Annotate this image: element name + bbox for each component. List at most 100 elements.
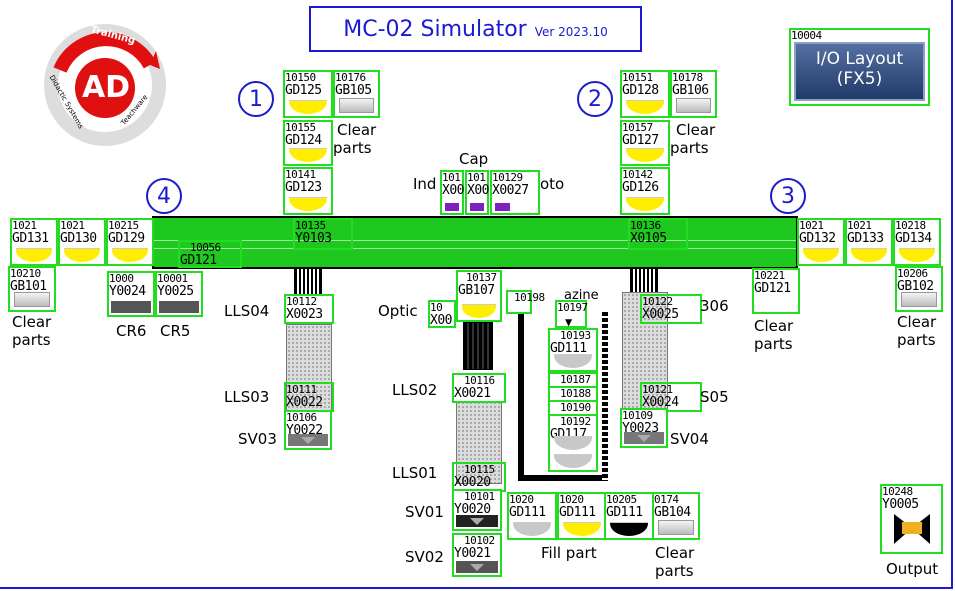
sensor-x0021[interactable]: 10116 X0021 [452,373,506,403]
sensor-x0023[interactable]: 10112 X0023 [284,294,334,324]
valve-device: Y0021 [454,546,491,561]
lamp-gd130[interactable]: 1021 GD130 [58,218,106,266]
lamp-indicator [554,354,592,368]
lamp-gd124[interactable]: 10155 GD124 [283,120,333,166]
lamp-gd129[interactable]: 10215 GD129 [106,218,154,266]
output-y0005[interactable]: 10248 Y0005 [880,484,943,554]
sensor-x0025[interactable]: 10122 X0025 [640,294,702,324]
sensor-cap[interactable]: 101 X00 [465,170,489,215]
valve-y0020[interactable]: 10101 Y0020 [452,489,502,531]
lamp-gd128[interactable]: 10151 GD128 [620,70,670,118]
slot-code: 10188 [560,387,591,400]
button-face [159,301,199,313]
sensor-indicator [495,203,510,211]
clear-button-gb106[interactable]: 10178 GB106 [670,70,717,118]
conveyor-out-y0103[interactable]: 10135 Y0103 [293,218,353,250]
lamp-device: GD132 [799,231,836,246]
io-layout-line1: I/O Layout [815,49,904,69]
button-code: 10178 [672,71,703,84]
clear-button-gb101[interactable]: 10210 GB101 [8,266,56,312]
button-face [658,520,694,535]
ind-label: Ind [413,175,437,193]
fill-lamp-yellow[interactable]: 1020 GD111 [557,492,607,540]
fill-lamp-grey[interactable]: 1020 GD111 [507,492,557,540]
button-code: 10221 [754,269,785,282]
lamp-gd126[interactable]: 10142 GD126 [620,167,670,215]
lamp-gd133[interactable]: 1021 GD133 [845,218,893,266]
lamp-code: 10193 [560,329,591,342]
lamp-device: GD134 [895,231,932,246]
output-device: Y0005 [882,497,919,512]
magazine-pipe [518,312,524,480]
lamp-device: GD111 [606,505,643,520]
lamp-device: GD127 [622,133,659,148]
output-device: Y0103 [295,231,332,246]
lamp-gd111-mag[interactable]: 10193 GD111 [548,328,598,372]
lls01-label: LLS01 [392,464,438,482]
magazine-chute-x[interactable]: 10198 [506,290,545,314]
lamp-code: 10142 [622,168,653,181]
slot-code: 10190 [560,401,591,414]
valve-y0021[interactable]: 10102 Y0021 [452,533,502,577]
clear-button-gb102[interactable]: 10206 GB102 [895,266,943,312]
button-device: Y0024 [109,284,146,299]
lamp-gd123[interactable]: 10141 GD123 [283,167,333,215]
cr5-button[interactable]: 10001 Y0025 [155,271,203,317]
sensor-code: 10111 [286,383,317,396]
lamp-code: 10155 [285,121,316,134]
clear-button-gb104[interactable]: 0174 GB104 [652,492,700,540]
lamp-device: GD111 [509,505,546,520]
lamp-device: GD128 [622,83,659,98]
lamp-code: 10150 [285,71,316,84]
sensor-code: 10129 [492,171,523,184]
sensor-ind[interactable]: 101 X00 [440,170,464,215]
lamp-indicator [563,522,601,536]
left-storage-column [286,324,332,426]
lamp-gb107[interactable]: 10137 GB107 [456,270,502,322]
lls03-label: LLS03 [224,388,270,406]
sensor-optic-x00[interactable]: 10 X00 [428,300,456,328]
fill-lamp-dark[interactable]: 10205 GD111 [604,492,654,540]
sensor-device: X0023 [286,307,323,322]
station1-clear-caption2: parts [333,139,372,157]
clear-button-gb105[interactable]: 10176 GB105 [333,70,380,118]
lamp-gd134[interactable]: 10218 GD134 [893,218,941,266]
button-device: GB104 [654,505,691,520]
clear-button-gd121[interactable]: 10221 GD121 [752,268,800,314]
lamp-code: 1021 [847,219,872,232]
station2-clear-caption2: parts [670,139,709,157]
button-code: 1000 [109,272,134,285]
gd-device: GD121 [180,253,217,268]
sensor-device: X0027 [492,183,529,198]
fill-part-caption: Fill part [541,544,597,562]
valve-y0023[interactable]: 10109 Y0023 [620,408,668,448]
button-device: Y0025 [157,284,194,299]
lamp-gd127[interactable]: 10157 GD127 [620,120,670,166]
output-code: 10248 [882,485,913,498]
valve-y0022[interactable]: 10106 Y0022 [284,410,332,450]
sensor-x0020[interactable]: 10115 X0020 [452,462,506,492]
sensor-photo[interactable]: 10129 X0027 [490,170,540,215]
cr6-button[interactable]: 1000 Y0024 [107,271,155,317]
lamp-indicator [289,148,327,162]
sv04-label: SV04 [670,430,709,448]
sensor-x0024[interactable]: 10121 X0024 [640,382,702,412]
magazine-down-button[interactable]: 10197 ▼ [555,300,588,329]
lamp-indicator [16,248,52,262]
sensor-x0022[interactable]: 10111 X0022 [284,382,334,412]
conveyor-belt [152,216,798,269]
lamp-gd131[interactable]: 1021 GD131 [10,218,58,266]
station1-clear-caption1: Clear [337,121,377,139]
lamp-device: GD130 [60,231,97,246]
conveyor-in-x0105[interactable]: 10136 X0105 [628,218,688,250]
conveyor-gd121[interactable]: 10056 GD121 [178,240,242,268]
lamp-gd132[interactable]: 1021 GD132 [797,218,845,266]
lls05-label: S05 [700,388,729,406]
io-layout-button[interactable]: 10004 I/O Layout (FX5) [789,28,930,106]
sensor-code: 10 [430,301,443,314]
valve-code: 10106 [286,411,317,424]
lamp-indicator [626,100,664,114]
lamp-gd125[interactable]: 10150 GD125 [283,70,333,118]
lamp-gd117[interactable]: 10192 GD117 [548,414,598,472]
